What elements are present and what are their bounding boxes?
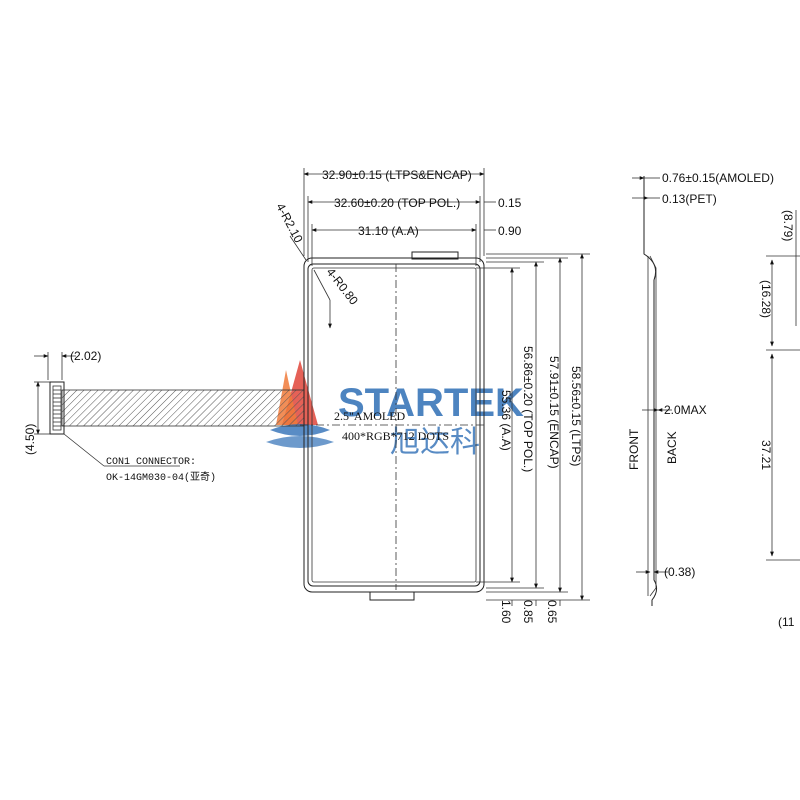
side-label-back: BACK xyxy=(665,431,679,464)
connector-dim-450: (4.50) xyxy=(23,424,37,455)
panel-bottom-tab xyxy=(369,591,415,601)
dim-11: (11 xyxy=(778,615,795,629)
dim-3721: 37.21 xyxy=(759,440,773,470)
dim-width-aa: 31.10 (A.A) xyxy=(358,224,419,238)
connector: (2.02) (4.50) CON1 CONNECTOR: OK-14GM030… xyxy=(23,349,305,484)
dim-height-top-pol: 56.86±0.20 (TOP POL.) xyxy=(521,346,535,472)
dim-corner-r080: 4-R0.80 xyxy=(324,265,362,308)
front-view: 32.90±0.15 (LTPS&ENCAP) 32.60±0.20 (TOP … xyxy=(273,168,590,624)
connector-part: OK-14GM030-04(亚奇) xyxy=(106,470,216,484)
dim-bottom-160: 1.60 xyxy=(499,600,513,624)
dim-offset-015: 0.15 xyxy=(498,196,522,210)
side-label-front: FRONT xyxy=(627,428,641,470)
side-profile-outline xyxy=(643,176,658,606)
dim-bottom-085: 0.85 xyxy=(521,600,535,624)
side-view: 0.76±0.15(AMOLED) 0.13(PET) 2.0MAX FRONT… xyxy=(627,171,774,606)
panel-top-tab xyxy=(411,251,459,260)
dim-width-top-pol: 32.60±0.20 (TOP POL.) xyxy=(334,196,460,210)
dim-bottom-065: 0.65 xyxy=(545,600,559,624)
connector-pins xyxy=(52,385,62,431)
dim-1628: (16.28) xyxy=(759,280,773,318)
dim-thickness-amoled: 0.76±0.15(AMOLED) xyxy=(662,171,774,185)
dim-width-ltps-encap: 32.90±0.15 (LTPS&ENCAP) xyxy=(322,168,472,182)
watermark: STARTEK 旭达科 xyxy=(266,360,524,460)
connector-body xyxy=(49,381,65,435)
dim-height-ltps: 58.56±0.15 (LTPS) xyxy=(569,366,583,466)
panel-size-text: 2.5"AMOLED xyxy=(334,409,406,423)
dim-offset-090: 0.90 xyxy=(498,224,522,238)
connector-title: CON1 CONNECTOR: xyxy=(106,457,196,468)
dim-max-thickness: 2.0MAX xyxy=(664,403,707,417)
dim-corner-r210: 4-R2.10 xyxy=(273,201,306,246)
fpc-flex-tail xyxy=(61,389,305,427)
panel-resolution-text: 400*RGB*712 DOTS xyxy=(342,429,449,443)
watermark-brand-cn: 旭达科 xyxy=(390,425,480,460)
connector-dim-202: (2.02) xyxy=(70,349,101,363)
dim-height-aa: 55.36 (A.A) xyxy=(499,390,513,451)
dim-thickness-pet: 0.13(PET) xyxy=(662,192,717,206)
dim-bottom-038: (0.38) xyxy=(664,565,695,579)
dim-height-encap: 57.91±0.15 (ENCAP) xyxy=(547,356,561,469)
connector-pin-lines xyxy=(53,389,61,427)
right-view: (8.79) (16.28) 37.21 (11 xyxy=(759,210,800,629)
watermark-brand: STARTEK xyxy=(338,381,524,425)
dim-879: (8.79) xyxy=(781,210,795,241)
